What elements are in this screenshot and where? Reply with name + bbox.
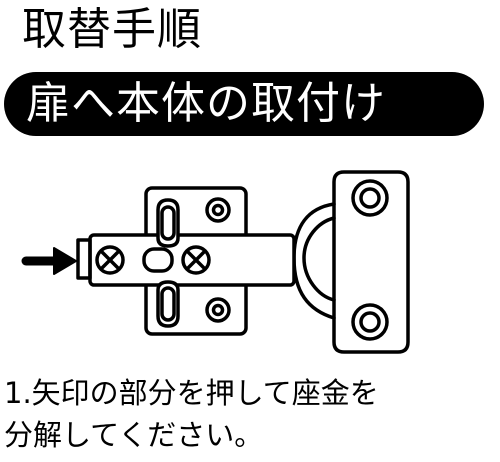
page-title: 取替手順 — [22, 4, 202, 55]
arrow-right-icon — [21, 247, 77, 275]
banner-title: 扉へ本体の取付け — [26, 78, 386, 129]
hinge-diagram — [21, 170, 410, 354]
screw-cross-icon — [181, 245, 211, 275]
instruction-text: 1.矢印の部分を押して座金を 分解してください。 — [4, 372, 496, 456]
instruction-line-2: 分解してください。 — [4, 418, 264, 452]
section-banner: 扉へ本体の取付け — [4, 72, 484, 136]
instruction-line-1: 1.矢印の部分を押して座金を — [4, 376, 379, 410]
hinge-cup — [292, 170, 410, 354]
screw-cross-icon — [95, 245, 125, 275]
